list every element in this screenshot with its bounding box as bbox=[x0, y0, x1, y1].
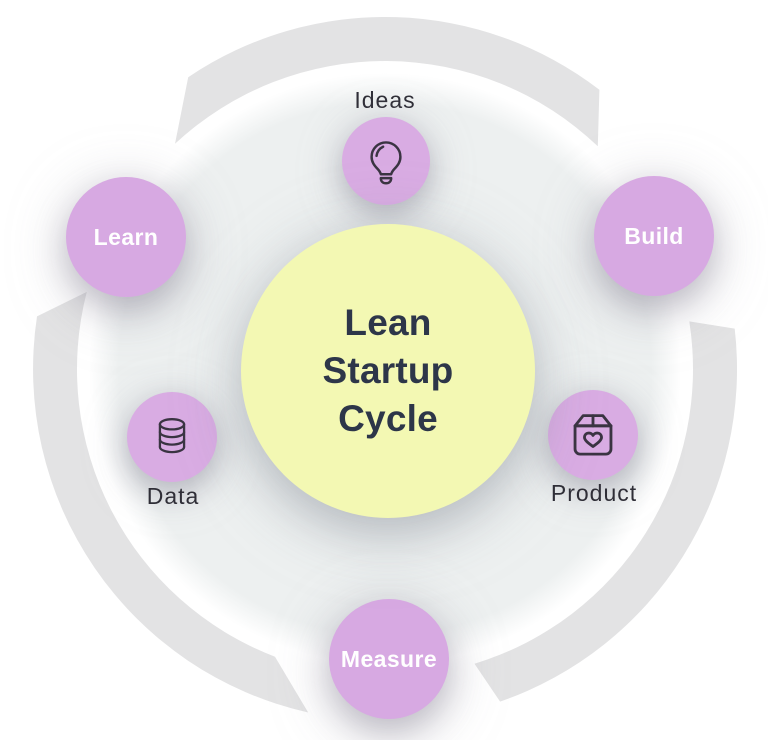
step-label-build: Build bbox=[624, 222, 684, 249]
step-circle-build: Build bbox=[594, 176, 714, 296]
diagram-title-line3: Cycle bbox=[338, 398, 438, 439]
diagram-title: Lean Startup Cycle bbox=[323, 299, 454, 443]
artifact-label-ideas: Ideas bbox=[354, 87, 416, 113]
database-icon bbox=[158, 418, 186, 454]
cycle-ring-arc-top bbox=[175, 17, 600, 147]
diagram-title-line2: Startup bbox=[322, 350, 454, 391]
diagram-title-line1: Lean bbox=[344, 302, 432, 343]
lightbulb-icon bbox=[370, 141, 402, 185]
product-box-heart-icon bbox=[573, 414, 613, 456]
artifact-label-data: Data bbox=[146, 483, 200, 509]
step-circle-measure: Measure bbox=[329, 599, 449, 719]
step-label-learn: Learn bbox=[93, 223, 159, 250]
step-label-measure: Measure bbox=[340, 645, 438, 672]
artifact-label-product: Product bbox=[550, 480, 638, 506]
center-circle: Lean Startup Cycle bbox=[241, 224, 535, 518]
artifact-circle-ideas bbox=[342, 117, 430, 205]
artifact-circle-data bbox=[127, 392, 217, 482]
artifact-circle-product bbox=[548, 390, 638, 480]
step-circle-learn: Learn bbox=[66, 177, 186, 297]
cycle-ring-arc-left bbox=[33, 291, 309, 713]
cycle-ring-arc-right bbox=[474, 321, 738, 702]
